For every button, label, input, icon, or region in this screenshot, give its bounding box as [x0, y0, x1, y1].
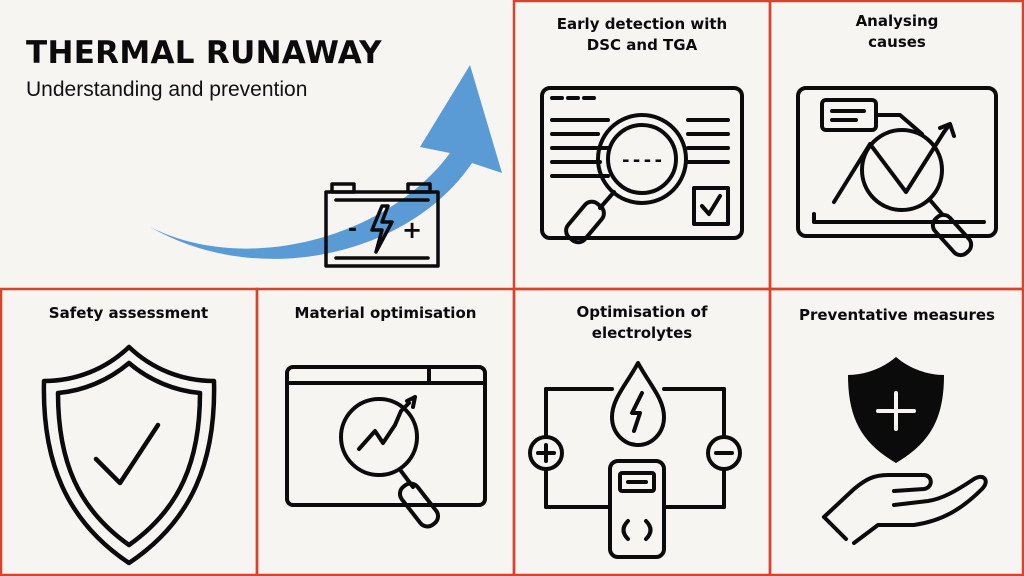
panel-safety-assessment: Safety assessment — [0, 289, 257, 576]
rising-arrow-icon — [150, 65, 502, 259]
page-title: THERMAL RUNAWAY — [26, 35, 382, 71]
battery-minus-label: - — [348, 217, 357, 242]
panel-title-line1: Analysing — [855, 12, 939, 30]
shield-check-icon — [41, 344, 217, 566]
panel-title: Early detection with DSC and TGA — [514, 14, 770, 56]
electrolyte-circuit-icon — [528, 361, 742, 559]
panel-title-line2: causes — [868, 33, 926, 51]
window-magnifier-icon — [285, 365, 487, 529]
hand-shield-icon — [822, 357, 988, 545]
panel-title-line1: Early detection with — [556, 15, 728, 33]
panel-analysing-causes: Analysing causes — [770, 0, 1024, 289]
panel-title: Optimisation of electrolytes — [514, 302, 770, 344]
panel-title-line2: DSC and TGA — [586, 36, 698, 54]
panel-title-line2: electrolytes — [591, 324, 693, 342]
panel-title: Material optimisation — [294, 304, 477, 322]
panel-title-line1: Optimisation of — [576, 303, 708, 321]
battery-icon: - + — [324, 182, 440, 268]
magnifier-document-icon: ---- — [540, 86, 744, 245]
panel-electrolytes: Optimisation of electrolytes — [514, 289, 770, 576]
panel-preventative-measures: Preventative measures — [770, 289, 1024, 576]
magnifier-dashes: ---- — [620, 150, 663, 171]
panel-title: Analysing causes — [770, 11, 1024, 53]
battery-plus-label: + — [402, 216, 422, 244]
magnifier-chart-icon — [796, 86, 998, 258]
panel-title: Safety assessment — [48, 304, 209, 322]
page-subtitle: Understanding and prevention — [26, 78, 308, 101]
panel-material-optimisation: Material optimisation — [257, 289, 514, 576]
title-block: THERMAL RUNAWAY Understanding and preven… — [26, 35, 382, 101]
panel-early-detection: Early detection with DSC and TGA — [514, 0, 770, 289]
panel-title: Preventative measures — [798, 306, 995, 324]
